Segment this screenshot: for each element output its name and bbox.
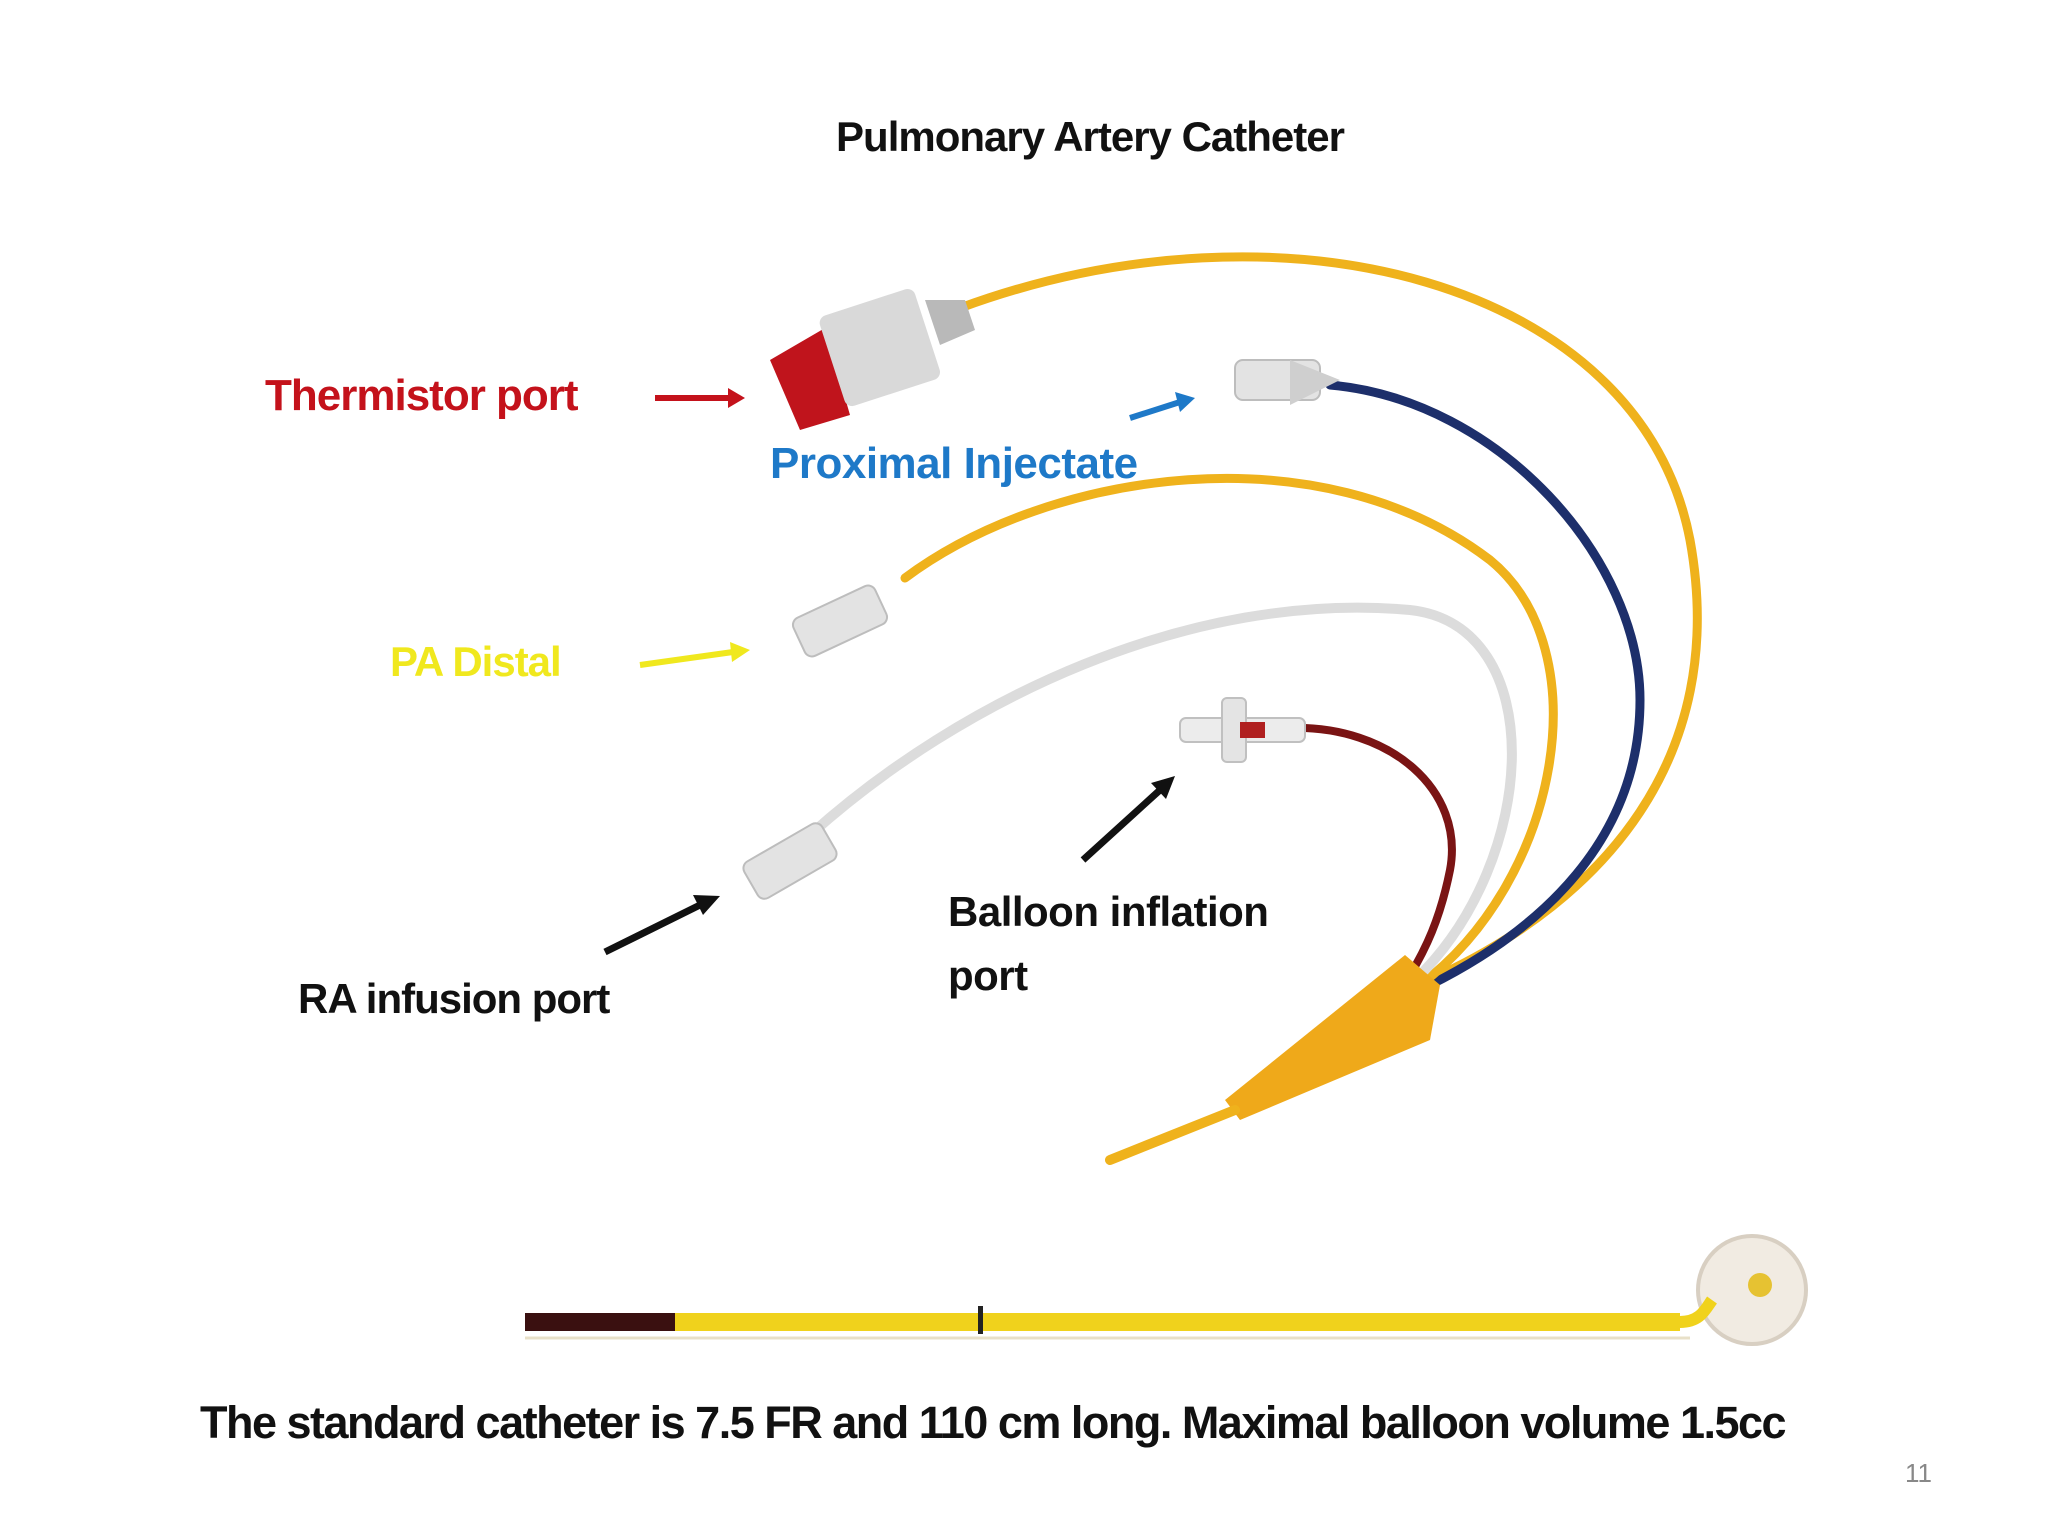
balloon-arrow [1080,787,1163,863]
thermistor-arrowhead [728,388,745,408]
junction-sleeve [1225,955,1440,1120]
pa-distal-arrow [639,649,734,668]
straight-catheter [525,1234,1808,1346]
proximal-injectate-label: Proximal Injectate [770,439,1138,488]
balloon-lumen [1286,723,1456,979]
proximal-arrow [1129,399,1181,421]
proximal-hub [1234,359,1340,405]
thermistor-connector [770,288,975,430]
pa-distal-hub [791,584,889,658]
ra-infusion-arrow [603,901,702,956]
caption: The standard catheter is 7.5 FR and 110 … [200,1397,1787,1448]
balloon-label-line1: Balloon inflation [948,888,1269,935]
page-title: Pulmonary Artery Catheter [836,113,1345,160]
pa-distal-lumen [900,474,1558,990]
ra-infusion-arrowhead [693,895,720,915]
balloon-stopcock [1179,697,1306,763]
thermistor-lumen [955,252,1702,980]
ra-infusion-port-label: RA infusion port [298,975,610,1022]
ra-infusion-lumen [805,602,1517,985]
balloon-arrowhead [1151,776,1175,799]
thermistor-port-label: Thermistor port [265,371,579,420]
balloon-label-line2: port [948,952,1028,999]
catheter-tail [1105,1105,1240,1165]
balloon-inflation-port-label: Balloon inflation port [948,880,1269,1008]
proximal-lumen [1325,380,1645,990]
ra-infusion-hub [742,822,838,900]
pa-distal-arrowhead [730,642,750,662]
page-number: 11 [1905,1458,1932,1488]
pa-distal-label: PA Distal [390,638,562,685]
proximal-arrowhead [1175,392,1195,412]
